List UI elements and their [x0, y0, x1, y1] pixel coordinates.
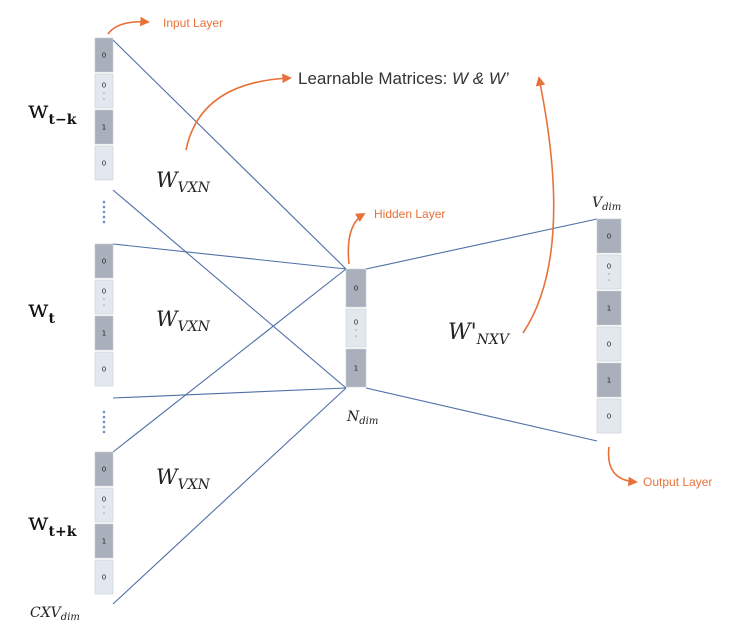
edge-hidden-output-bottom: [365, 387, 598, 442]
input-t-plus-k-cell-0-text: 0: [102, 466, 106, 474]
edge-in3-top: [112, 268, 347, 453]
matrix-label-w-prime-nxv: W'NXV: [448, 320, 511, 348]
arrow-hidden-layer: [347, 213, 366, 265]
hidden-vector: 0 0.. 1: [345, 268, 367, 388]
input-t-plus-k-cell-3: [94, 559, 114, 595]
output-cell-0-text: 0: [607, 233, 611, 241]
input-t-cell-2-text: 1: [102, 330, 106, 338]
output-vector: 0 0.. 1 0 1 0: [596, 218, 622, 434]
word-label-t-plus-k: wt+k: [28, 508, 77, 540]
arrow-output-layer: [607, 446, 638, 487]
output-cell-1-text: .: [608, 269, 610, 277]
edge-in2-bottom: [112, 387, 347, 399]
input-t-minus-k-cell-0: [94, 37, 114, 73]
arrow-input-layer: [107, 16, 150, 35]
input-t-minus-k-cell-3: [94, 145, 114, 181]
input-t-minus-k-cell-1-text: 0: [102, 82, 106, 90]
hidden-cell-2: [345, 348, 367, 388]
input-t-plus-k-cell-1-text: 0: [102, 496, 106, 504]
output-cell-2: [596, 290, 622, 326]
input-t-minus-k-cell-1-text: .: [103, 88, 105, 96]
annotation-arrows: [107, 16, 638, 487]
output-cell-1-text: .: [608, 275, 610, 283]
input-t-minus-k-cell-0-text: 0: [102, 52, 106, 60]
word-label-t-minus-k: wt−k: [28, 96, 77, 128]
input-t-minus-k-cell-2-text: 1: [102, 124, 106, 132]
input-t-plus-k-cell-1: [94, 487, 114, 523]
output-cell-3-text: 0: [607, 341, 611, 349]
input-t-plus-k-cell-2-text: 1: [102, 538, 106, 546]
input-t-cell-3: [94, 351, 114, 387]
matrix-label-w-vxn-2: WVXN: [156, 307, 211, 335]
output-cell-5-text: 0: [607, 413, 611, 421]
edge-in3-bottom: [112, 387, 347, 605]
output-cell-4: [596, 362, 622, 398]
connection-edges: [112, 39, 598, 605]
word-label-t: wt: [28, 295, 56, 327]
input-t-cell-1-text: 0: [102, 288, 106, 296]
title-math: W & W’: [452, 69, 509, 88]
arrow-w-matrix: [185, 73, 292, 151]
edge-in2-top: [112, 243, 347, 270]
input-t-cell-1-text: .: [103, 300, 105, 308]
input-layer-label: Input Layer: [163, 16, 223, 30]
edge-in1-top: [112, 39, 347, 270]
input-t-plus-k-cell-0: [94, 451, 114, 487]
edge-in1-bottom: [112, 189, 347, 389]
hidden-cell-0-text: 0: [354, 285, 358, 293]
input-t-cell-0: [94, 243, 114, 279]
title-prefix: Learnable Matrices:: [298, 69, 452, 88]
input-t-minus-k-cell-2: [94, 109, 114, 145]
input-t-plus-k-cell-3-text: 0: [102, 574, 106, 582]
input-t-cell-1-text: .: [103, 294, 105, 302]
dim-label-cxv: CXVdim: [30, 605, 80, 623]
input-t-plus-k-cell-1-text: .: [103, 502, 105, 510]
input-t-cell-3-text: 0: [102, 366, 106, 374]
ellipsis-dots-2: [102, 410, 106, 434]
input-vector-t-minus-k: 0 0.. 1 0: [94, 37, 114, 181]
output-cell-5: [596, 398, 622, 434]
input-vector-t-plus-k: 0 0.. 1 0: [94, 451, 114, 595]
hidden-cell-1-text: .: [355, 331, 357, 339]
output-cell-4-text: 1: [607, 377, 611, 385]
hidden-layer-label: Hidden Layer: [374, 207, 445, 221]
input-t-cell-1: [94, 279, 114, 315]
input-t-plus-k-cell-1-text: .: [103, 508, 105, 516]
hidden-cell-1-text: 0: [354, 319, 358, 327]
input-vector-t: 0 0.. 1 0: [94, 243, 114, 387]
input-t-minus-k-cell-3-text: 0: [102, 160, 106, 168]
dim-label-v: Vdim: [592, 195, 621, 213]
arrow-w-prime-matrix: [522, 76, 555, 334]
output-cell-3: [596, 326, 622, 362]
dim-label-n: Ndim: [346, 409, 378, 427]
learnable-matrices-title: Learnable Matrices: W & W’: [298, 69, 509, 88]
ellipsis-dots-1: [102, 200, 106, 224]
input-t-cell-0-text: 0: [102, 258, 106, 266]
output-cell-1: [596, 254, 622, 290]
output-cell-1-text: 0: [607, 263, 611, 271]
output-cell-0: [596, 218, 622, 254]
matrix-label-w-vxn-3: WVXN: [156, 465, 211, 493]
input-t-minus-k-cell-1-text: .: [103, 94, 105, 102]
input-t-cell-2: [94, 315, 114, 351]
hidden-cell-0: [345, 268, 367, 308]
input-t-plus-k-cell-2: [94, 523, 114, 559]
edge-hidden-output-top: [365, 218, 598, 270]
hidden-cell-2-text: 1: [354, 365, 358, 373]
hidden-cell-1: [345, 308, 367, 348]
hidden-cell-1-text: .: [355, 325, 357, 333]
input-t-minus-k-cell-1: [94, 73, 114, 109]
output-cell-2-text: 1: [607, 305, 611, 313]
output-layer-label: Output Layer: [643, 475, 712, 489]
matrix-label-w-vxn-1: WVXN: [156, 168, 211, 196]
